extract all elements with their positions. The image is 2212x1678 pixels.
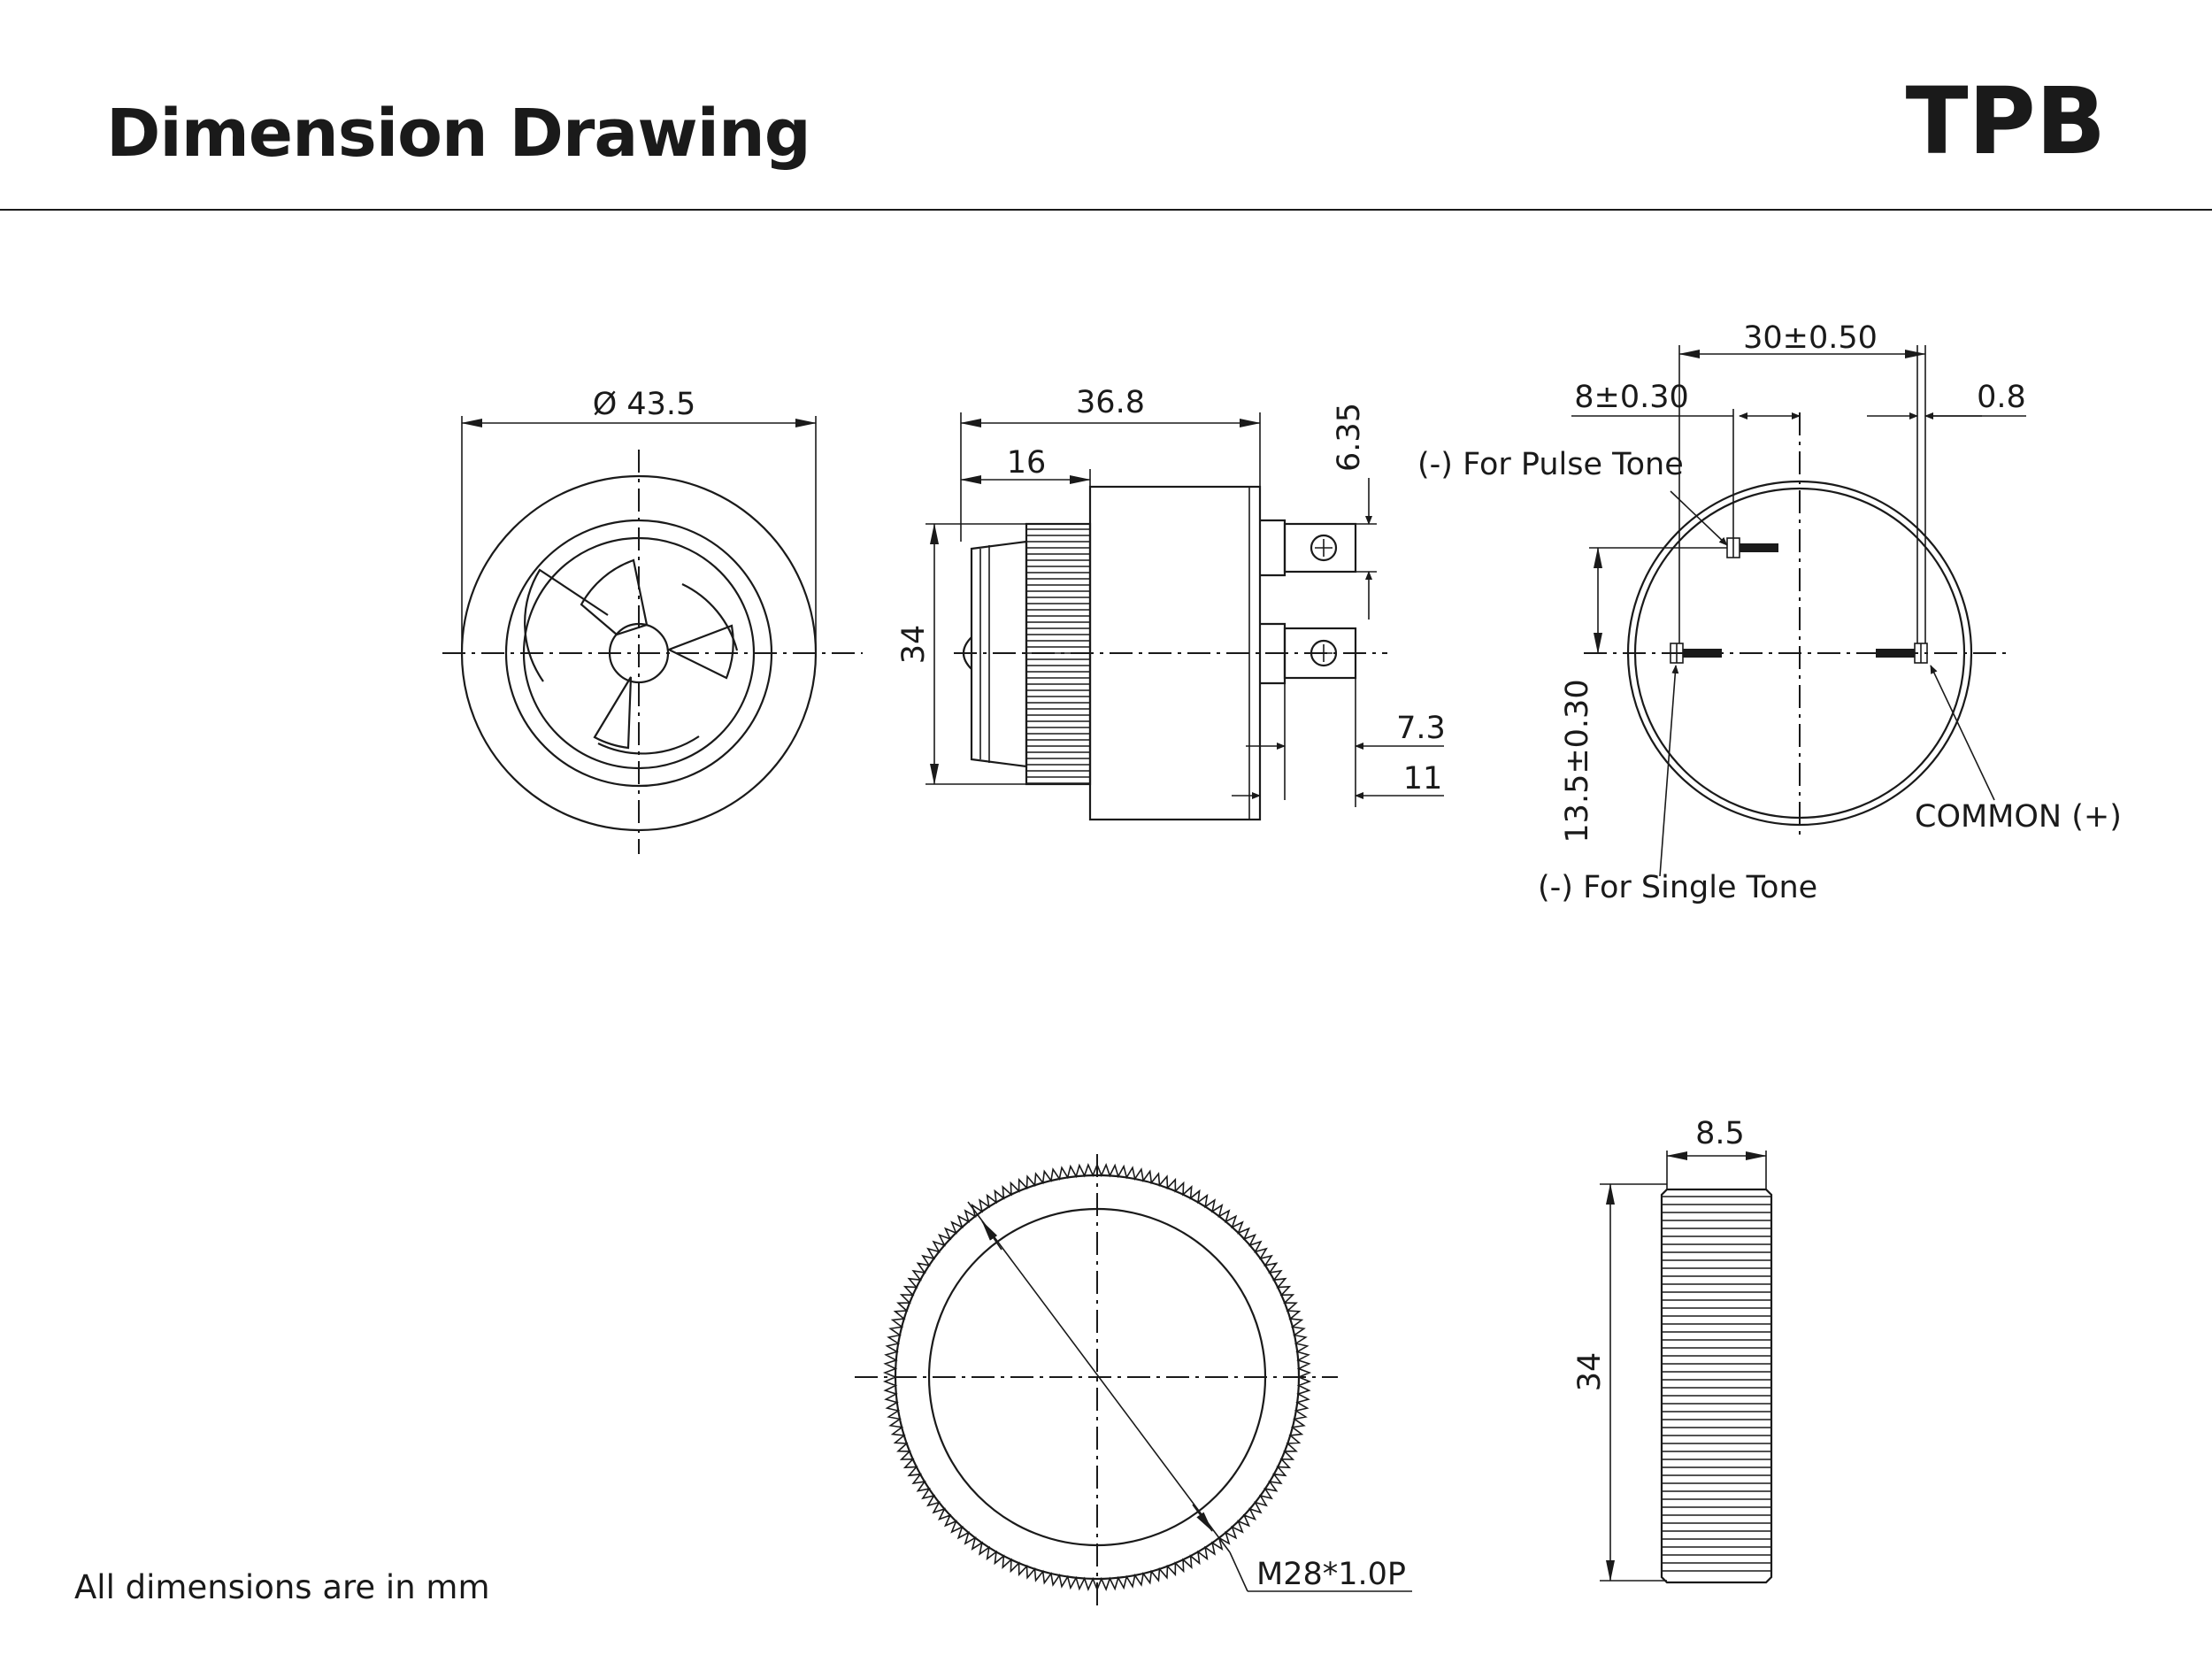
terminal-width-label: 6.35: [1332, 403, 1367, 472]
rear-view: 30±0.50 8±0.30 0.8 13.5±0.30 (-) For Pul…: [1417, 320, 2122, 905]
thread-label: M28*1.0P: [1256, 1557, 1406, 1592]
terminals: [1260, 519, 1357, 685]
nut-width-label: 8.5: [1695, 1116, 1745, 1151]
side-knurl: [1026, 528, 1090, 784]
side-view: 36.8 16 34 6.35 7.3 11: [896, 385, 1446, 821]
nut-height-label: 34: [1572, 1352, 1608, 1392]
nut-front-view: M28*1.0P: [855, 1154, 1412, 1611]
rear-thickness-label: 0.8: [1977, 380, 2026, 415]
rear-vertical-label: 13.5±0.30: [1560, 679, 1595, 843]
header-divider: [0, 209, 2212, 211]
page-title: Dimension Drawing: [106, 96, 811, 172]
side-length-label: 36.8: [1076, 385, 1145, 420]
terminal-a-label: 7.3: [1396, 711, 1446, 746]
terminal-b-label: 11: [1403, 761, 1443, 797]
nut-side-knurl: [1662, 1196, 1771, 1572]
rear-offset-label: 8±0.30: [1574, 380, 1689, 415]
common-label: COMMON (+): [1915, 799, 2122, 835]
pulse-tone-label: (-) For Pulse Tone: [1417, 447, 1684, 482]
side-height-label: 34: [896, 625, 932, 665]
part-code: TPB: [1905, 67, 2106, 175]
single-tone-label: (-) For Single Tone: [1538, 870, 1817, 905]
front-view: Ø 43.5: [442, 387, 863, 854]
rear-span-label: 30±0.50: [1743, 320, 1878, 356]
front-diameter-label: Ø 43.5: [593, 387, 696, 422]
fan-blades: [524, 558, 739, 755]
units-note: All dimensions are in mm: [74, 1568, 490, 1606]
front-length-label: 16: [1007, 445, 1047, 481]
nut-side-view: 8.5 34: [1572, 1116, 1773, 1584]
